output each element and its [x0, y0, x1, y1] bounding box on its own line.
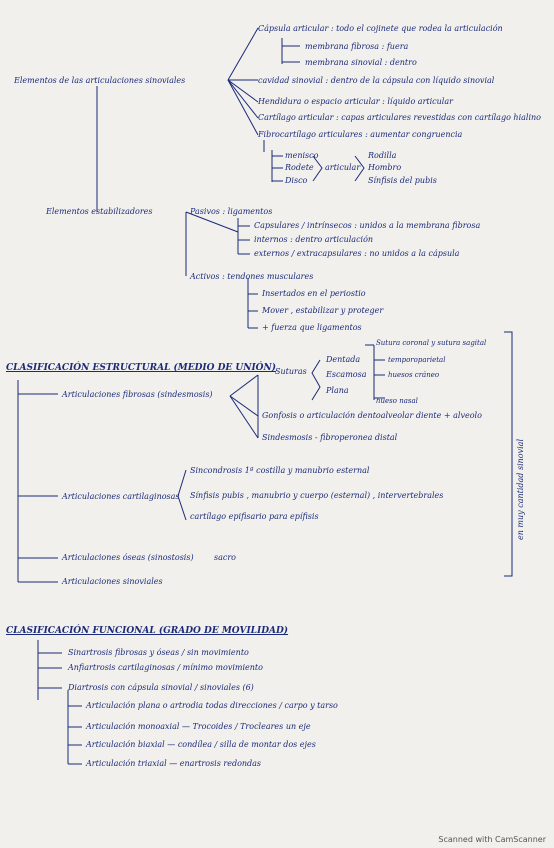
heading-clasificacion-funcional: CLASIFICACIÓN FUNCIONAL (GRADO DE MOVILI… [6, 626, 289, 636]
sacro: sacro [214, 553, 236, 562]
capsulares: Capsulares / intrínsecos : unidos a la m… [254, 221, 481, 230]
articulaciones-fibrosas: Articulaciones fibrosas (sindesmosis) [62, 390, 213, 399]
articulacion-monoaxial: Articulación monoaxial — Trocoides / Tro… [86, 722, 311, 731]
capsula-articular: Cápsula articular : todo el cojinete que… [258, 24, 503, 33]
fibrocartilago: Fibrocartílago articulares : aumentar co… [258, 130, 463, 139]
sincondrosis: Sincondrosis 1ª costilla y manubrio este… [190, 466, 370, 475]
hombro: Hombro [368, 163, 402, 172]
articulacion-triaxial: Articulación triaxial — enartrosis redon… [86, 759, 262, 768]
externos: externos / extracapsulares : no unidos a… [254, 249, 460, 258]
plana-sutura: Plana [326, 386, 349, 395]
huesos-craneo: huesos cráneo [388, 371, 440, 379]
hendidura: Hendidura o espacio articular : líquido … [258, 97, 453, 106]
articulacion-plana: Articulación plana o artrodia todas dire… [86, 701, 338, 710]
temporoparietal: temporoparietal [388, 356, 446, 364]
sinfisis-pubis: Sínfisis del pubis [368, 176, 437, 185]
insertados: Insertados en el periostio [262, 289, 366, 298]
membrana-fibrosa: membrana fibrosa : fuera [305, 42, 409, 51]
sindesmosis: Sindesmosis - fibroperonea distal [262, 433, 398, 442]
cartilago-epifisario: cartílago epifisario para epífisis [190, 512, 319, 521]
articulaciones-cartilaginosas: Articulaciones cartilaginosas [62, 492, 180, 501]
sinfisis: Sínfisis pubis , manubrio y cuerpo (este… [190, 491, 444, 500]
rodilla: Rodilla [368, 151, 397, 160]
cavidad-sinovial: cavidad sinovial : dentro de la cápsula … [258, 76, 495, 85]
anfiartrosis: Anfiartrosis cartilaginosas / mínimo mov… [68, 663, 263, 672]
activos: Activos : tendones musculares [190, 272, 314, 281]
mover-estabilizar: Mover , estabilizar y proteger [262, 306, 384, 315]
articulaciones-sinoviales: Articulaciones sinoviales [62, 577, 163, 586]
diartrosis: Diartrosis con cápsula sinovial / sinovi… [68, 683, 254, 692]
hueso-nasal: hueso nasal [376, 397, 418, 405]
sutura-coronal: Sutura coronal y sutura sagital [376, 339, 487, 347]
rodete: Rodete [285, 163, 314, 172]
gonfosis: Gonfosis o articulación dentoalveolar di… [262, 411, 482, 420]
root-elementos-sinoviales: Elementos de las articulaciones sinovial… [14, 76, 186, 85]
heading-clasificacion-estructural: CLASIFICACIÓN ESTRUCTURAL (MEDIO DE UNIÓ… [6, 363, 276, 373]
brace-note-vertical: en muy cantidad sinovial [516, 439, 525, 540]
articulacion-biaxial: Articulación biaxial — condílea / silla … [86, 740, 316, 749]
articular-label: articular [325, 163, 361, 172]
cartilago-articular: Cartílago articular : capas articulares … [258, 113, 541, 122]
scanner-footer: Scanned with CamScanner [438, 835, 546, 844]
suturas: Suturas [275, 367, 307, 376]
root-estabilizadores: Elementos estabilizadores [46, 207, 153, 216]
menisco: menisco [285, 151, 319, 160]
internos: internos : dentro articulación [254, 235, 374, 244]
sinartrosis: Sinartrosis fibrosas y óseas / sin movim… [68, 648, 249, 657]
articulaciones-oseas: Articulaciones óseas (sinostosis) [62, 553, 194, 562]
fuerza-ligamentos: + fuerza que ligamentos [262, 323, 362, 332]
escamosa: Escamosa [326, 370, 367, 379]
disco: Disco [285, 176, 308, 185]
pasivos: Pasivos : ligamentos [190, 207, 273, 216]
membrana-sinovial: membrana sinovial : dentro [305, 58, 417, 67]
dentada: Dentada [326, 355, 361, 364]
